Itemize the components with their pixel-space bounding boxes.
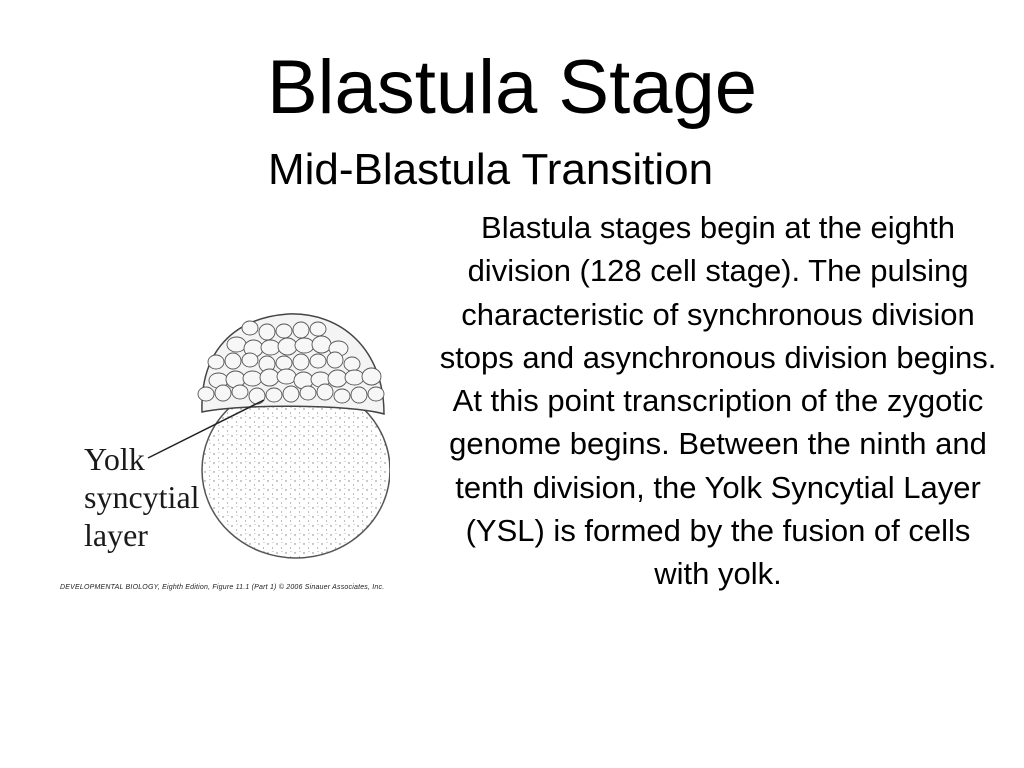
label-pointer-line xyxy=(147,399,265,459)
blastomere-cell xyxy=(367,386,385,402)
body-text: Blastula stages begin at the eighth divi… xyxy=(439,210,997,592)
blastomere-cell xyxy=(344,369,365,386)
blastomere-cell xyxy=(350,386,368,404)
blastomere-cell xyxy=(275,355,293,371)
blastomere-cell xyxy=(316,383,334,401)
blastomere-cell xyxy=(309,353,327,369)
blastomere-cell xyxy=(292,353,310,371)
blastula-figure: Yolk syncytial layer DEVELOPMENTAL BIOLO… xyxy=(50,280,390,610)
blastomere-cell xyxy=(241,320,259,336)
blastomere-cell xyxy=(292,321,310,339)
blastomere-cells xyxy=(197,320,385,405)
blastomere-cell xyxy=(326,351,344,369)
blastomere-cell xyxy=(231,384,249,400)
blastomere-cell xyxy=(294,337,315,354)
blastomere-cell xyxy=(241,352,259,368)
blastomere-cell xyxy=(309,321,327,337)
blastomere-cell xyxy=(260,339,281,356)
blastomere-cell xyxy=(248,387,266,405)
blastomere-cell xyxy=(282,385,300,403)
blastomere-cell xyxy=(361,367,382,386)
blastomere-cell xyxy=(333,388,351,404)
blastomere-cell xyxy=(207,354,225,370)
blastomere-cell xyxy=(197,386,215,402)
figure-label-yolk: Yolk xyxy=(84,441,145,477)
blastomere-cell xyxy=(311,335,332,354)
figure-caption: DEVELOPMENTAL BIOLOGY, Eighth Edition, F… xyxy=(60,584,385,591)
blastomere-cell xyxy=(265,387,283,403)
blastomere-cell xyxy=(242,370,263,387)
figure-label-syncytial: syncytial xyxy=(84,479,200,515)
blastomere-cell xyxy=(299,385,317,401)
blastomere-cell xyxy=(259,368,280,387)
blastomere-cell xyxy=(276,368,297,385)
blastomere-cell xyxy=(226,336,247,353)
blastomere-cell xyxy=(275,323,293,339)
blastomere-cell xyxy=(327,369,348,388)
slide-subtitle: Mid-Blastula Transition xyxy=(268,145,714,194)
figure-label-layer: layer xyxy=(84,517,148,553)
blastomere-cell xyxy=(224,352,242,370)
blastomere-cell xyxy=(214,384,232,402)
blastula-illustration xyxy=(147,313,390,559)
blastomere-cell xyxy=(258,323,276,341)
blastomere-cell xyxy=(343,356,361,372)
slide-title: Blastula Stage xyxy=(266,45,758,130)
blastomere-cell xyxy=(277,337,298,356)
